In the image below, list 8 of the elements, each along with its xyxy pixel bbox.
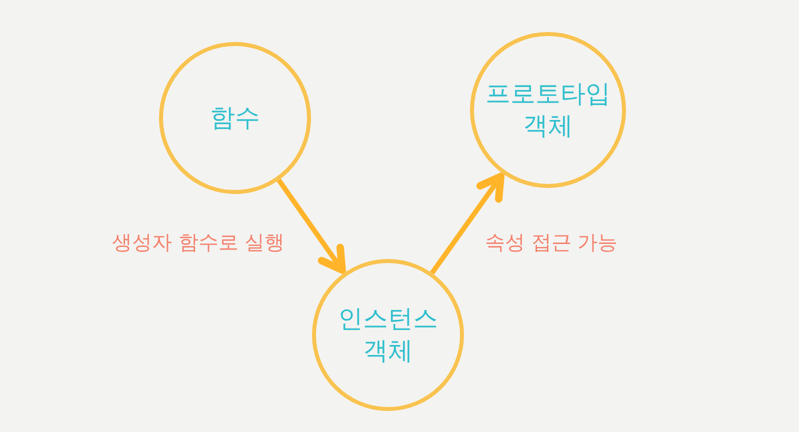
node-label: 함수 (210, 102, 260, 134)
node-label: 인스턴스 객체 (337, 302, 439, 367)
arrow (430, 172, 505, 275)
node-label: 프로토타입 객체 (484, 78, 612, 142)
concept-circle (312, 259, 464, 411)
concept-circle (159, 42, 311, 194)
concept-circle (470, 32, 626, 188)
arrow (276, 178, 346, 274)
